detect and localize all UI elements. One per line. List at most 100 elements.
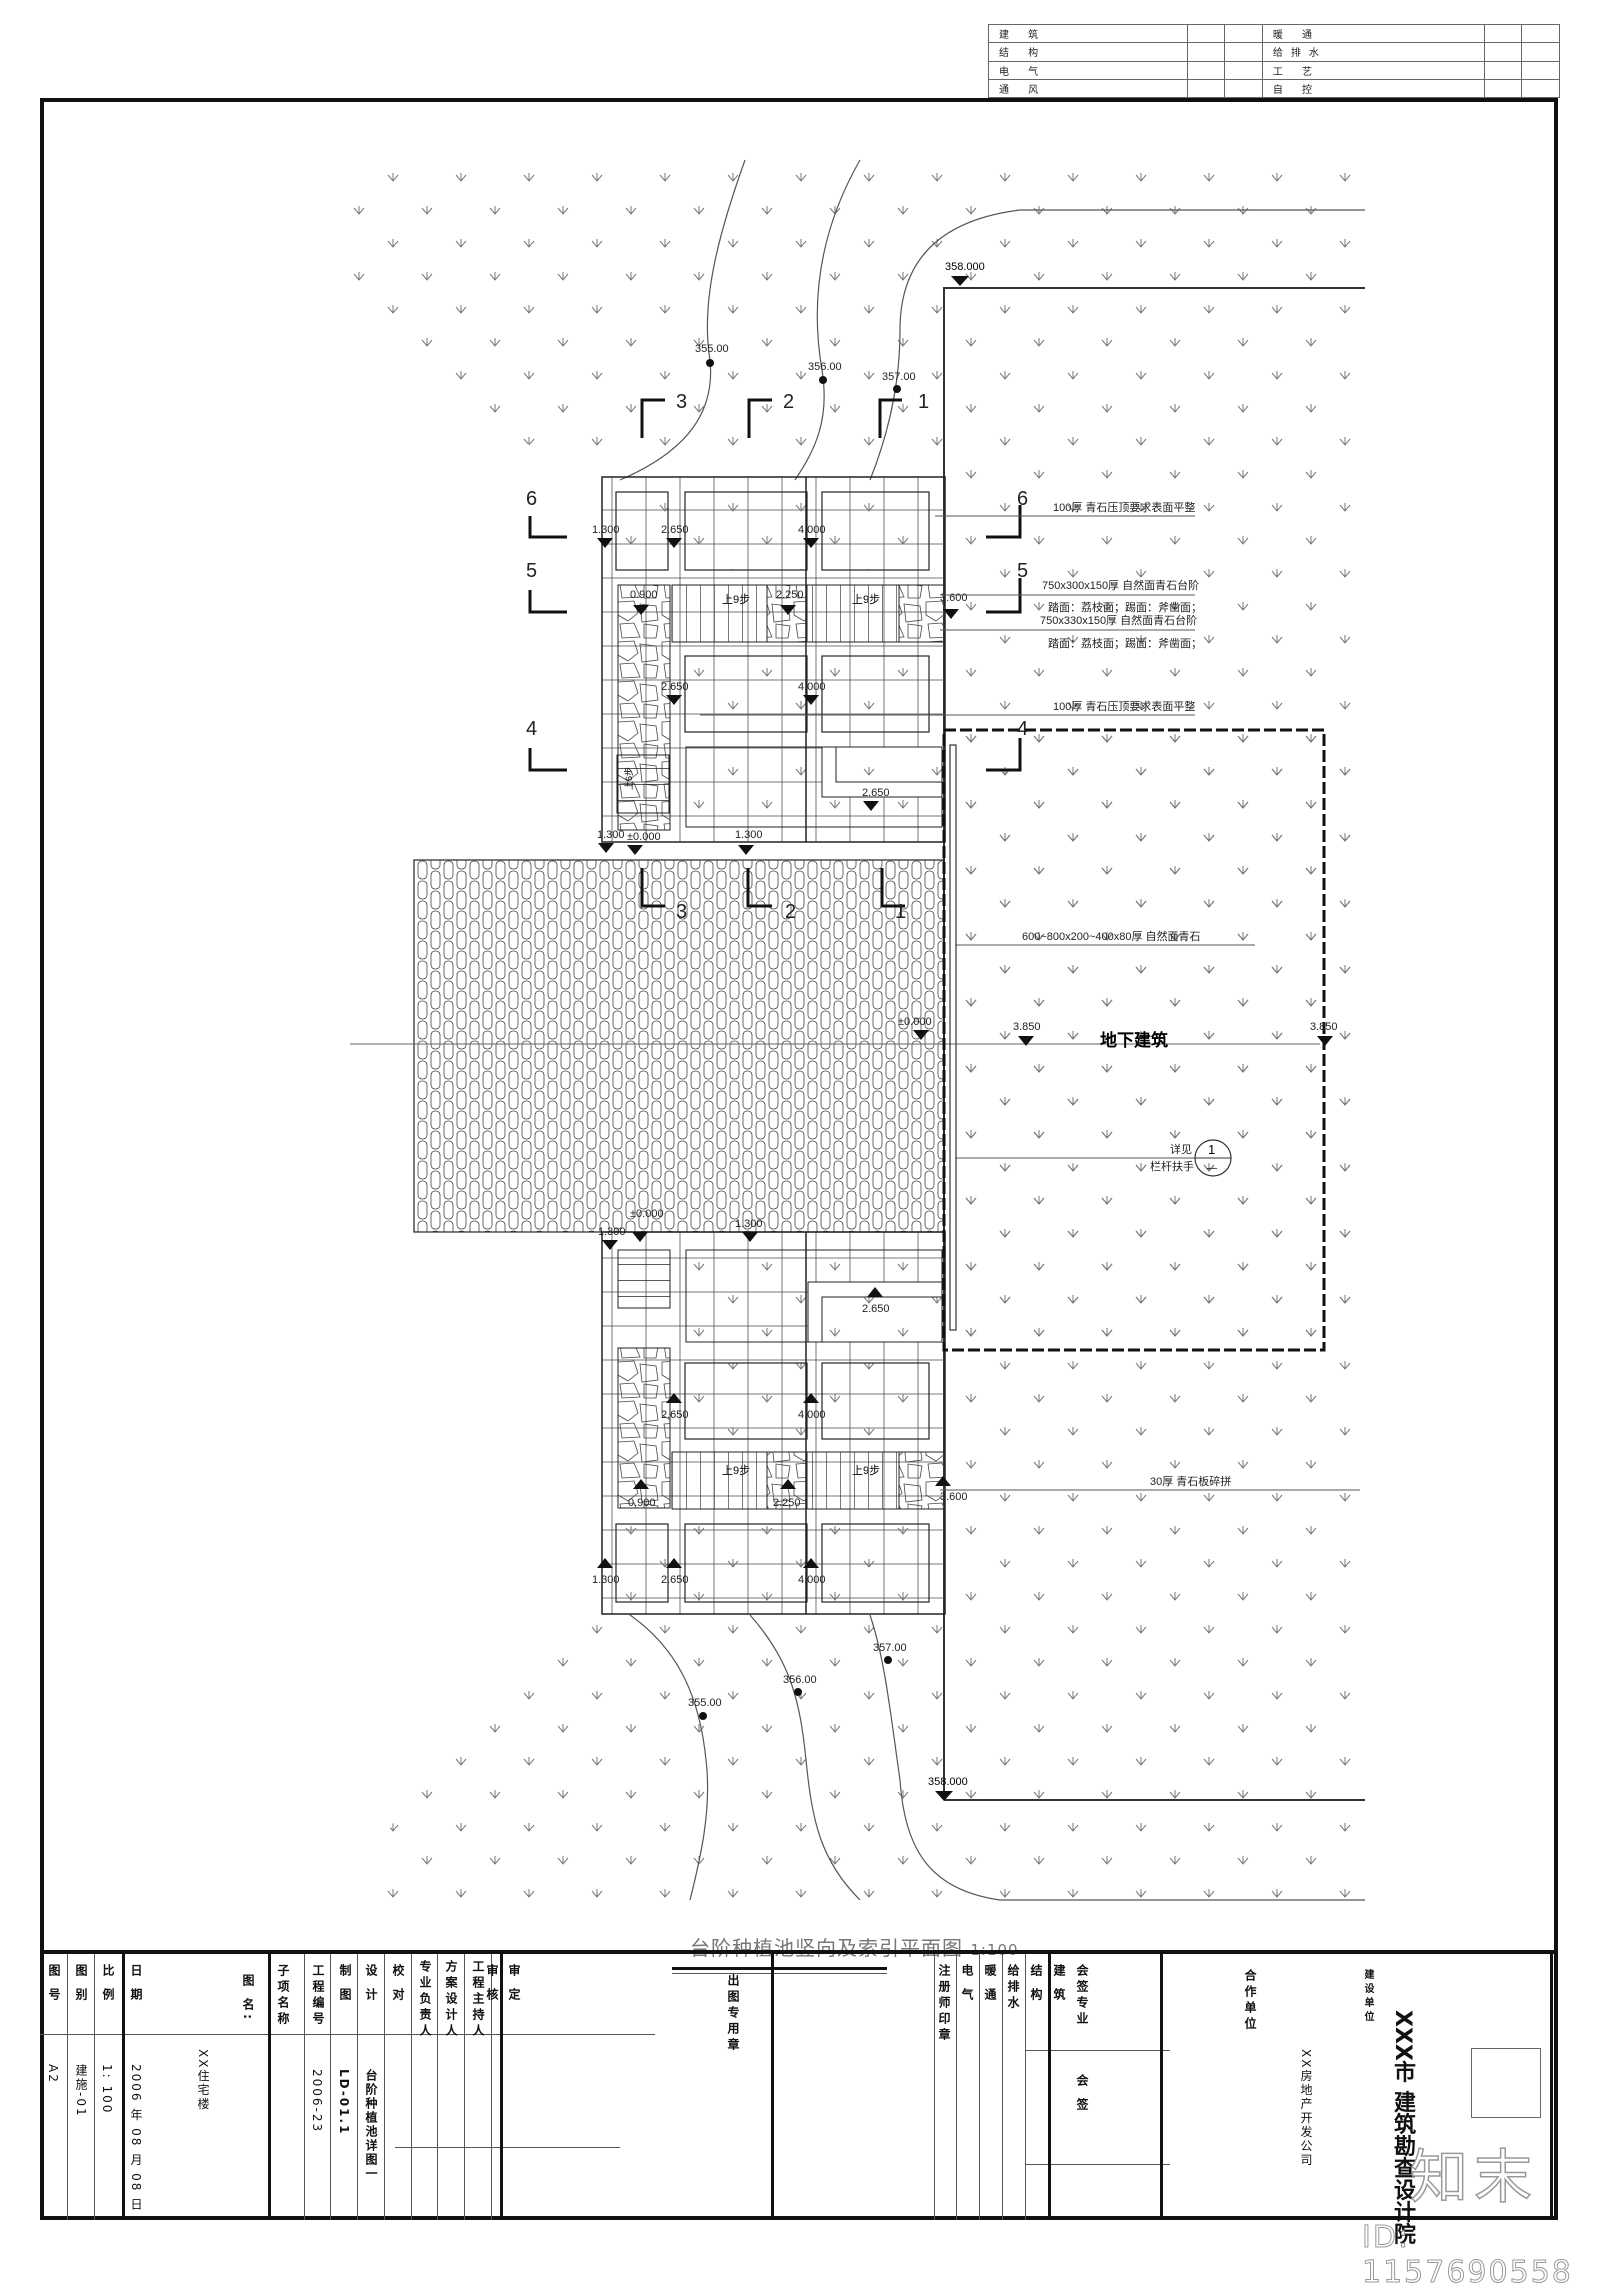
section-number: 6: [526, 488, 537, 510]
value-sheet-title: 台阶种植池详图一: [364, 2069, 378, 2181]
contour-lines-bottom: [629, 1614, 1365, 1901]
label-drawing-no: 图 号: [47, 1964, 61, 2005]
spot-level: 1.300: [592, 1574, 620, 1586]
label-hvac: 暖 通: [983, 1964, 997, 2005]
spot-level: 2.650: [862, 787, 890, 799]
label-reg-stamp: 注册师印章: [937, 1964, 951, 2044]
label-project-no: 工程编号: [311, 1964, 325, 2028]
lower-planter-block: 上9步 上9步: [601, 1231, 946, 1615]
spot-level: 2.250: [776, 589, 804, 601]
section-markers: [528, 398, 1022, 908]
label-drawing-name: 图 名:: [241, 1974, 255, 2023]
note: 750x300x150厚 自然面青石台阶: [1042, 578, 1199, 592]
label-scale: 比 例: [101, 1964, 115, 2005]
label-architecture: 建 筑: [1052, 1964, 1066, 2005]
note: 100厚 青石压顶要求表面平整: [1053, 699, 1195, 713]
watermark-logo: 知末: [1409, 2142, 1539, 2212]
stair-label: 上9步: [722, 593, 750, 606]
label-sub-project: 子项名称: [276, 1964, 290, 2028]
label-project-lead: 工程主持人: [471, 1960, 485, 2040]
upper-planter-block: 上9步 上9步 上6步: [601, 476, 946, 843]
spot-level: 2.250: [773, 1497, 801, 1509]
label-structure: 结 构: [1029, 1964, 1043, 2005]
detail-index-symbol: 1 —: [1194, 1139, 1232, 1177]
label-designer: 设 计: [364, 1964, 378, 2005]
spot-level: 4.000: [798, 681, 826, 693]
contour-label: 357.00: [882, 371, 916, 383]
label-reviewer: 审 核: [485, 1964, 499, 2005]
section-number: 4: [526, 718, 537, 740]
spot-level-markers: [597, 538, 1333, 1568]
svg-text:—: —: [1207, 1163, 1217, 1174]
spot-level: 358.000: [928, 1776, 968, 1788]
spot-level: 3.850: [1013, 1021, 1041, 1033]
spot-level: 1.300: [592, 524, 620, 536]
value-project-no: 2006-23: [310, 2069, 324, 2134]
stair-label: 上9步: [852, 1464, 880, 1477]
note: 踏面：荔枝面；踢面：斧凿面；: [1048, 636, 1202, 650]
spot-level: ±0.000: [630, 1208, 664, 1220]
label-approver: 审 定: [507, 1964, 521, 2005]
section-number: 3: [676, 391, 687, 413]
note: 100厚 青石压顶要求表面平整: [1053, 500, 1195, 514]
spot-level: 2.650: [661, 681, 689, 693]
contour-label: 356.00: [808, 361, 842, 373]
contour-label: 355.00: [688, 1697, 722, 1709]
label-category: 图 别: [74, 1964, 88, 2005]
value-date: 2006 年 08 月 08 日: [129, 2064, 143, 2213]
section-number: 4: [1017, 718, 1028, 740]
label-date: 日 期: [129, 1964, 143, 2005]
section-number: 1: [895, 901, 906, 923]
value-partner: XX房地产开发公司: [1299, 2049, 1313, 2168]
contour-label: 357.00: [873, 1642, 907, 1654]
section-number: 5: [1017, 560, 1028, 582]
title-block: 图 号 图 别 比 例 日 期 图 名: 子项名称 工程编号 制 图 设 计 校…: [40, 1950, 1558, 2220]
svg-text:1: 1: [1208, 1142, 1215, 1157]
label-stamp: 出图专用章: [726, 1974, 740, 2054]
label-cosign-discipline: 会签专业: [1075, 1964, 1089, 2028]
label-cosign: 会 签: [1075, 2074, 1089, 2115]
label-scheme-designer: 方案设计人: [444, 1960, 458, 2040]
note: 踏面：荔枝面；踢面：斧凿面；: [1048, 600, 1202, 614]
section-number: 2: [785, 901, 796, 923]
spot-level: 3.600: [940, 592, 968, 604]
watermark-id: ID: 1157690558: [1362, 2220, 1573, 2290]
annotation-leaders: [700, 515, 1360, 1491]
title-underline: [672, 1967, 887, 1970]
spot-level: ±0.000: [898, 1016, 932, 1028]
side-stair-label: 上6步: [624, 767, 634, 790]
detail-ref-text: 详见: [1170, 1142, 1192, 1156]
stair-label: 上9步: [852, 593, 880, 606]
spot-level: 2.650: [661, 1574, 689, 1586]
value-sheet-code: LD-01.1: [337, 2069, 351, 2136]
label-electrical: 电 气: [960, 1964, 974, 2005]
value-category: 建施-01: [74, 2064, 88, 2118]
section-number: 5: [526, 560, 537, 582]
spot-level: 1.300: [598, 1226, 626, 1238]
label-partner: 合作单位: [1243, 1969, 1257, 2033]
spot-level: 2.650: [661, 1409, 689, 1421]
contour-label: 355.00: [695, 343, 729, 355]
spot-level: ±0.000: [627, 831, 661, 843]
contour-label: 356.00: [783, 1674, 817, 1686]
label-client: 建设单位: [1362, 1969, 1373, 2025]
spot-level: 0.900: [630, 589, 658, 601]
spot-level: 2.650: [661, 524, 689, 536]
section-number: 1: [918, 391, 929, 413]
label-drafter: 制 图: [338, 1964, 352, 2005]
spot-level: 4.000: [798, 1574, 826, 1586]
label-plumbing: 给排水: [1006, 1964, 1020, 2012]
note: 600~800x200~400x80厚 自然面青石: [1022, 929, 1201, 943]
value-drawing-no: A2: [46, 2064, 60, 2084]
note: 30厚 青石板碎拼: [1150, 1474, 1231, 1488]
spot-level: 1.300: [597, 829, 625, 841]
detail-ref-text: 栏杆扶手: [1150, 1159, 1194, 1173]
spot-level: 4.000: [798, 524, 826, 536]
section-number: 2: [783, 391, 794, 413]
spot-level: 358.000: [945, 261, 985, 273]
institute-name: XXX市 建筑勘查设计院: [1390, 2010, 1415, 2245]
spot-level: 2.650: [862, 1303, 890, 1315]
label-checker: 校 对: [391, 1964, 405, 2005]
section-number: 3: [676, 901, 687, 923]
note: 750x330x150厚 自然面青石台阶: [1040, 613, 1197, 627]
